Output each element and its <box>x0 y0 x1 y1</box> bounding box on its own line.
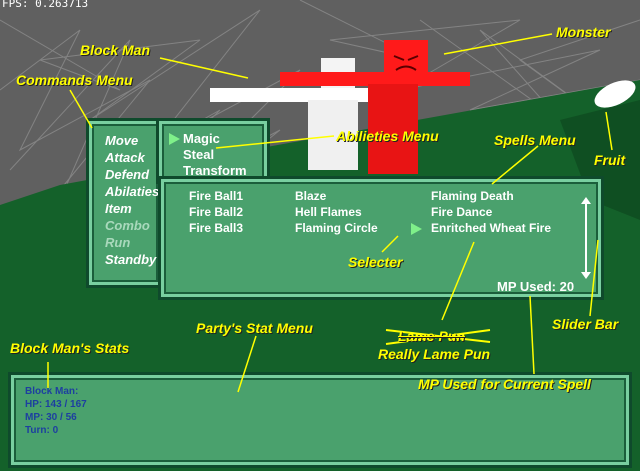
ability-item-steal[interactable]: Steal <box>183 147 215 162</box>
command-item-move[interactable]: Move <box>105 133 139 148</box>
monster-character <box>280 40 470 174</box>
command-item-item[interactable]: Item <box>105 201 132 216</box>
spells-slider-bar[interactable] <box>581 197 591 279</box>
spell-selector-arrow <box>411 223 422 235</box>
ability-item-transform[interactable]: Transform <box>183 163 247 178</box>
command-item-attack[interactable]: Attack <box>105 150 145 165</box>
spell-fire-dance[interactable]: Fire Dance <box>431 205 493 219</box>
command-item-combo[interactable]: Combo <box>105 218 150 233</box>
command-item-defend[interactable]: Defend <box>105 167 150 182</box>
annotation-spells-menu: Spells Menu <box>494 132 576 148</box>
slider-up-arrow-icon[interactable] <box>581 197 591 204</box>
command-item-run[interactable]: Run <box>105 235 131 250</box>
slider-down-arrow-icon[interactable] <box>581 272 591 279</box>
annotation-block-man-stats: Block Man's Stats <box>10 340 130 356</box>
spell-fire-ball1[interactable]: Fire Ball1 <box>189 189 244 203</box>
annotation-monster: Monster <box>556 24 611 40</box>
stat-mp: MP: 30 / 56 <box>25 412 77 423</box>
ground-shadow <box>560 100 640 220</box>
annotation-selecter: Selecter <box>348 254 403 270</box>
ability-item-magic[interactable]: Magic <box>183 131 220 146</box>
spell-hell-flames[interactable]: Hell Flames <box>295 205 362 219</box>
annotation-mp-used: MP Used for Current Spell <box>418 376 591 392</box>
spell-enritched-wheat-fire[interactable]: Enritched Wheat Fire <box>431 221 552 235</box>
spell-flaming-death[interactable]: Flaming Death <box>431 189 514 203</box>
spell-flaming-circle[interactable]: Flaming Circle <box>295 221 378 235</box>
party-stat-menu: Block Man: HP: 143 / 167 MP: 30 / 56 Tur… <box>8 372 632 468</box>
fps-counter: FPS: 0.263713 <box>2 0 89 10</box>
mp-used-label: MP Used: 20 <box>497 279 575 294</box>
spell-fire-ball3[interactable]: Fire Ball3 <box>189 221 244 235</box>
stat-name: Block Man: <box>25 386 79 397</box>
spell-fire-ball2[interactable]: Fire Ball2 <box>189 205 244 219</box>
annotation-abilities-menu: Abilieties Menu <box>336 128 439 144</box>
slider-track[interactable] <box>585 204 587 272</box>
annotation-commands-menu: Commands Menu <box>16 72 133 88</box>
command-item-abilaties[interactable]: Abilaties <box>105 184 160 199</box>
stat-turn: Turn: 0 <box>25 425 59 436</box>
annotation-really-lame-pun: Really Lame Pun <box>378 346 491 362</box>
abilities-selector-arrow <box>169 133 180 145</box>
fruit-object <box>594 80 636 108</box>
annotation-lame-pun: Lame Pun <box>398 328 465 344</box>
command-item-standby[interactable]: Standby <box>105 252 157 267</box>
annotation-slider-bar: Slider Bar <box>552 316 619 332</box>
spell-blaze[interactable]: Blaze <box>295 189 327 203</box>
stat-hp: HP: 143 / 167 <box>25 399 87 410</box>
annotation-block-man: Block Man <box>80 42 151 58</box>
annotation-fruit: Fruit <box>594 152 626 168</box>
annotation-party-stat-menu: Party's Stat Menu <box>196 320 313 336</box>
